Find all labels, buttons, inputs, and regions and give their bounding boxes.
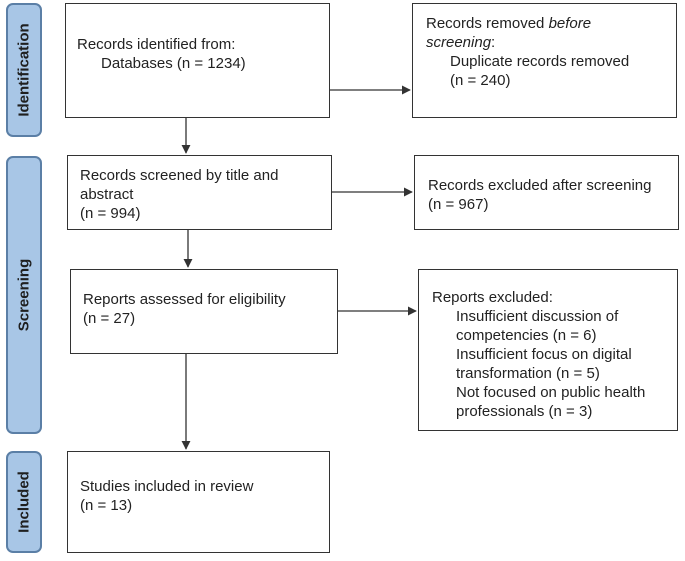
phase-screening: Screening [6, 156, 42, 434]
studies-included-count: (n = 13) [80, 497, 133, 514]
records-identified-box: Records identified from: Databases (n = … [65, 3, 330, 118]
records-screened-count: (n = 994) [80, 205, 141, 222]
records-screened-line2: abstract [80, 186, 134, 203]
phase-identification: Identification [6, 3, 42, 137]
records-removed-heading-em-screening: screening [426, 34, 492, 51]
reports-excluded-reason: Insufficient focus on digital [456, 346, 632, 363]
reports-excluded-box: Reports excluded: Insufficient discussio… [418, 269, 678, 431]
records-removed-heading: Records removed before [426, 14, 676, 33]
records-removed-heading-line2: screening: [426, 33, 676, 52]
phase-screening-label: Screening [15, 258, 33, 332]
records-removed-box: Records removed before screening: Duplic… [412, 3, 677, 118]
records-removed-item: Duplicate records removed [450, 53, 630, 70]
records-excluded-box: Records excluded after screening (n = 96… [414, 155, 679, 230]
records-removed-heading-start: Records removed [426, 15, 549, 32]
records-screened-box: Records screened by title and abstract (… [67, 155, 332, 230]
reports-excluded-reason: Not focused on public health [456, 384, 646, 401]
reports-assessed-heading: Reports assessed for eligibility [83, 291, 286, 308]
records-removed-heading-em-before: before [548, 15, 592, 32]
studies-included-box: Studies included in review (n = 13) [67, 451, 330, 553]
reports-assessed-box: Reports assessed for eligibility (n = 27… [70, 269, 338, 354]
records-identified-heading: Records identified from: [77, 36, 236, 53]
records-removed-heading-end: : [491, 34, 496, 51]
reports-excluded-reason: professionals (n = 3) [456, 403, 593, 420]
phase-identification-label: Identification [15, 23, 33, 117]
phase-included: Included [6, 451, 42, 553]
reports-assessed-count: (n = 27) [83, 310, 136, 327]
phase-included-label: Included [15, 471, 33, 533]
records-screened-line1: Records screened by title and [80, 167, 279, 184]
reports-excluded-heading: Reports excluded: [432, 289, 553, 306]
records-excluded-heading: Records excluded after screening [428, 177, 652, 194]
reports-excluded-reason: competencies (n = 6) [456, 327, 597, 344]
records-removed-count: (n = 240) [450, 72, 511, 89]
records-identified-source: Databases (n = 1234) [101, 55, 246, 72]
records-excluded-count: (n = 967) [428, 196, 489, 213]
studies-included-heading: Studies included in review [80, 478, 254, 495]
reports-excluded-reason: Insufficient discussion of [456, 308, 619, 325]
reports-excluded-reason: transformation (n = 5) [456, 365, 600, 382]
